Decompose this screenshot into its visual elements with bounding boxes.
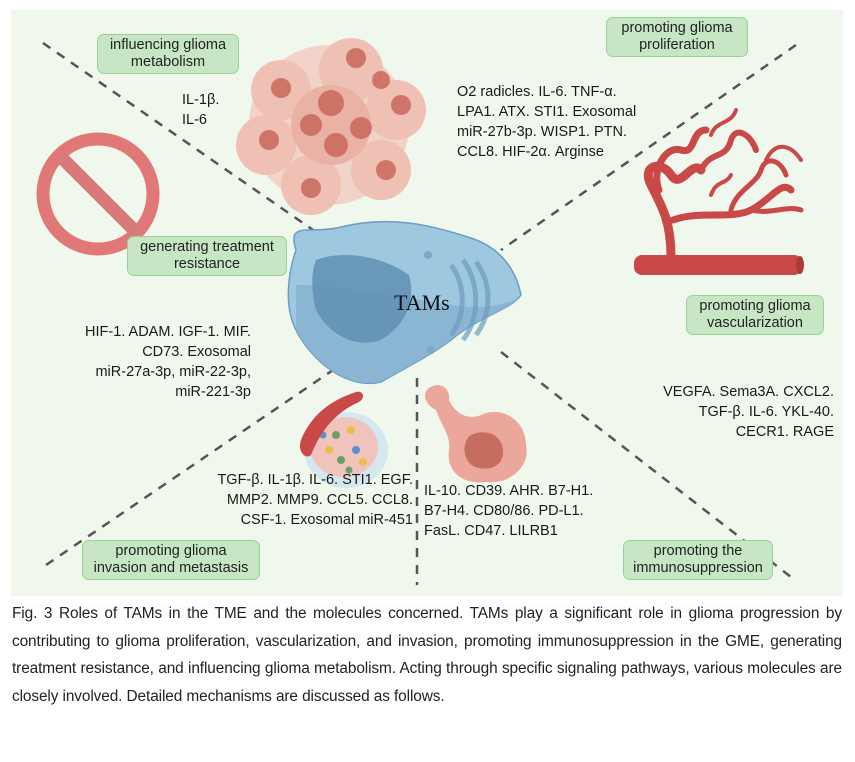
tams-roles-diagram: TAMs influencing glioma metabolism promo… — [11, 10, 843, 596]
tumor-tissue-icon — [300, 391, 388, 488]
molecules-immunosuppression: IL-10. CD39. AHR. B7-H1. B7-H4. CD80/86.… — [424, 483, 594, 539]
figure-caption: Fig. 3 Roles of TAMs in the TME and the … — [12, 605, 842, 705]
blood-vessel-icon — [634, 108, 804, 275]
tams-label: TAMs — [394, 290, 450, 315]
molecules-vascularization: VEGFA. Sema3A. CXCL2. TGF-β. IL-6. YKL-4… — [663, 384, 834, 440]
divider-line-top-left — [42, 41, 317, 234]
role-label-vascularization: promoting glioma vascularization — [686, 295, 824, 335]
tams-cell-icon — [287, 220, 522, 385]
molecules-proliferation: O2 radicles. IL-6. TNF-α. LPA1. ATX. STI… — [457, 84, 637, 160]
role-label-invasion: promoting glioma invasion and metastasis — [82, 540, 260, 580]
molecules-invasion: TGF-β. IL-1β. IL-6. STI1. EGF. MMP2. MMP… — [217, 472, 413, 528]
tumor-cluster-icon — [236, 38, 426, 215]
role-label-metabolism: influencing glioma metabolism — [97, 34, 239, 74]
divider-line-bottom-left — [45, 366, 337, 567]
role-label-immunosuppression: promoting the immunosuppression — [623, 540, 773, 580]
molecules-metabolism: IL-1β. IL-6 — [182, 92, 220, 128]
molecules-resistance: HIF-1. ADAM. IGF-1. MIF. CD73. Exosomal … — [85, 324, 251, 400]
prohibition-icon — [36, 132, 160, 256]
divider-line-top-right — [500, 43, 797, 252]
immune-cell-icon — [425, 385, 527, 483]
role-label-proliferation: promoting glioma proliferation — [606, 17, 748, 57]
role-label-resistance: generating treatment resistance — [127, 236, 287, 276]
